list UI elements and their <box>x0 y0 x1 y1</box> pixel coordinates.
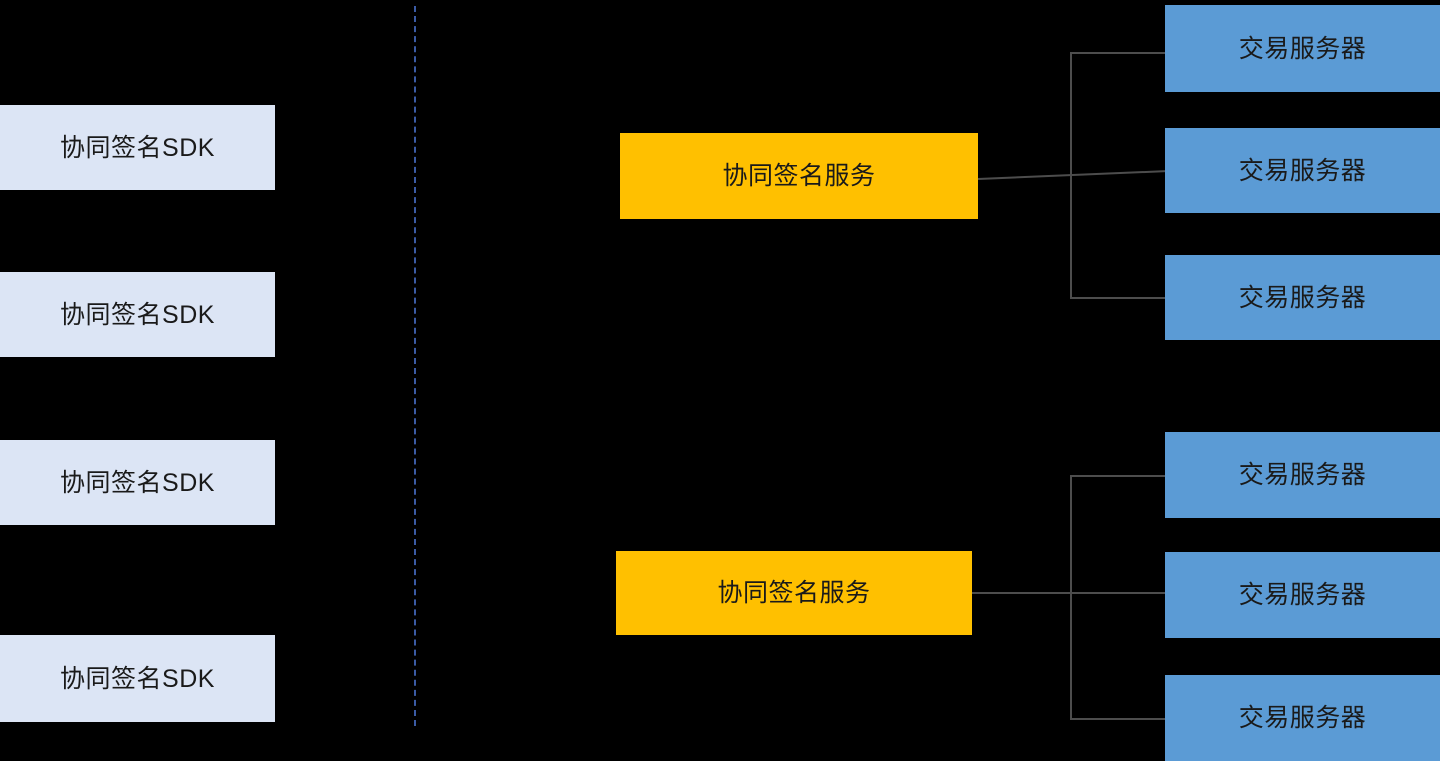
signing-service-node-2-label: 协同签名服务 <box>717 579 871 607</box>
transaction-server-node-1[interactable]: 交易服务器 <box>1165 5 1440 92</box>
sdk-node-4[interactable]: 协同签名SDK <box>0 635 275 722</box>
sdk-node-1-label: 协同签名SDK <box>60 133 215 162</box>
transaction-server-node-2[interactable]: 交易服务器 <box>1165 128 1440 213</box>
connector-upper-spine <box>1070 52 1072 298</box>
connector-lower-spine <box>1070 475 1072 719</box>
transaction-server-node-4[interactable]: 交易服务器 <box>1165 432 1440 518</box>
transaction-server-node-3[interactable]: 交易服务器 <box>1165 255 1440 340</box>
transaction-server-node-4-label: 交易服务器 <box>1238 461 1367 489</box>
transaction-server-node-6-label: 交易服务器 <box>1238 704 1367 732</box>
sdk-node-1[interactable]: 协同签名SDK <box>0 105 275 190</box>
section-divider-dashed-line <box>414 6 416 726</box>
transaction-server-node-3-label: 交易服务器 <box>1238 283 1367 312</box>
transaction-server-node-5-label: 交易服务器 <box>1238 581 1367 609</box>
transaction-server-node-5[interactable]: 交易服务器 <box>1165 552 1440 638</box>
connector-lower-branch-1 <box>1070 475 1166 477</box>
transaction-server-node-1-label: 交易服务器 <box>1238 34 1367 63</box>
signing-service-node-1[interactable]: 协同签名服务 <box>620 133 978 219</box>
signing-service-node-2[interactable]: 协同签名服务 <box>616 551 972 635</box>
transaction-server-node-2-label: 交易服务器 <box>1238 156 1367 185</box>
connector-lower-trunk <box>972 592 1166 594</box>
sdk-node-3[interactable]: 协同签名SDK <box>0 440 275 525</box>
connector-lower-branch-3 <box>1070 718 1166 720</box>
connector-upper-branch-3 <box>1070 297 1166 299</box>
sdk-node-2[interactable]: 协同签名SDK <box>0 272 275 357</box>
sdk-node-4-label: 协同签名SDK <box>60 664 215 693</box>
sdk-node-2-label: 协同签名SDK <box>60 300 215 329</box>
transaction-server-node-6[interactable]: 交易服务器 <box>1165 675 1440 761</box>
sdk-node-3-label: 协同签名SDK <box>60 468 215 497</box>
signing-service-node-1-label: 协同签名服务 <box>722 162 876 190</box>
connector-upper-branch-1 <box>1070 52 1166 54</box>
